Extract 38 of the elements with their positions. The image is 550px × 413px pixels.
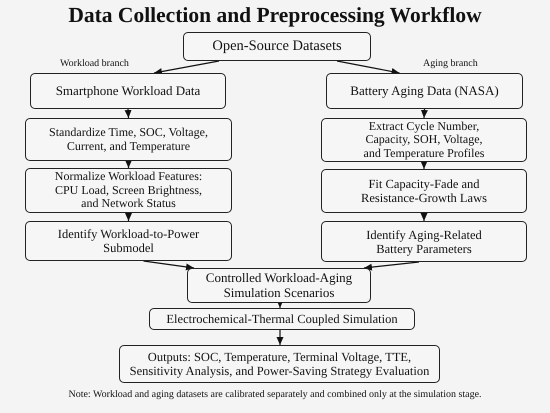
process-box <box>321 118 527 162</box>
step-label: Battery Aging Data (NASA) <box>350 84 499 98</box>
process-box <box>30 73 226 109</box>
step-label: Fit Capacity-Fade and Resistance-Growth Laws <box>360 177 488 205</box>
arrow <box>420 213 428 221</box>
process-box <box>321 221 527 262</box>
arrow <box>124 108 132 118</box>
step-label: Smartphone Workload Data <box>56 84 200 98</box>
arrow <box>276 330 284 345</box>
process-box <box>25 221 232 261</box>
arrow <box>125 213 132 221</box>
process-box <box>326 73 523 109</box>
arrow <box>420 161 428 169</box>
step-label: Outputs: SOC, Temperature, Terminal Voltage, TTE, Sensitivity Analysis, and Power-Saving Strategy Evaluation <box>128 350 430 378</box>
process-box <box>187 268 371 303</box>
process-box <box>25 168 232 213</box>
step-label: Open-Source Datasets <box>212 38 342 55</box>
step-label: Electrochemical-Thermal Coupled Simulation <box>166 312 398 326</box>
arrow <box>276 300 284 308</box>
process-box <box>25 118 232 161</box>
arrow <box>125 160 132 168</box>
process-box <box>183 32 371 61</box>
arrow <box>364 261 420 271</box>
arrow <box>420 108 428 118</box>
process-box <box>119 345 440 383</box>
process-box <box>149 308 415 330</box>
branch-label: Workload branch <box>60 58 129 69</box>
step-label: Controlled Workload-Aging Simulation Scenarios <box>204 270 354 300</box>
process-box <box>321 169 527 213</box>
step-label: Identify Aging-Related Battery Parameters <box>365 228 483 256</box>
step-label: Normalize Workload Features: CPU Load, Screen Brightness, and Network Status <box>54 170 204 211</box>
diagram-title: Data Collection and Preprocessing Workflow <box>68 3 482 28</box>
arrow <box>154 60 220 75</box>
arrow <box>143 260 194 270</box>
arrow <box>336 60 400 75</box>
step-label: Standardize Time, SOC, Voltage, Current, and Temperature <box>48 126 209 153</box>
step-label: Identify Workload-to-Power Submodel <box>56 227 200 255</box>
step-label: Extract Cycle Number, Capacity, SOH, Voltage, and Temperature Profiles <box>362 120 486 160</box>
